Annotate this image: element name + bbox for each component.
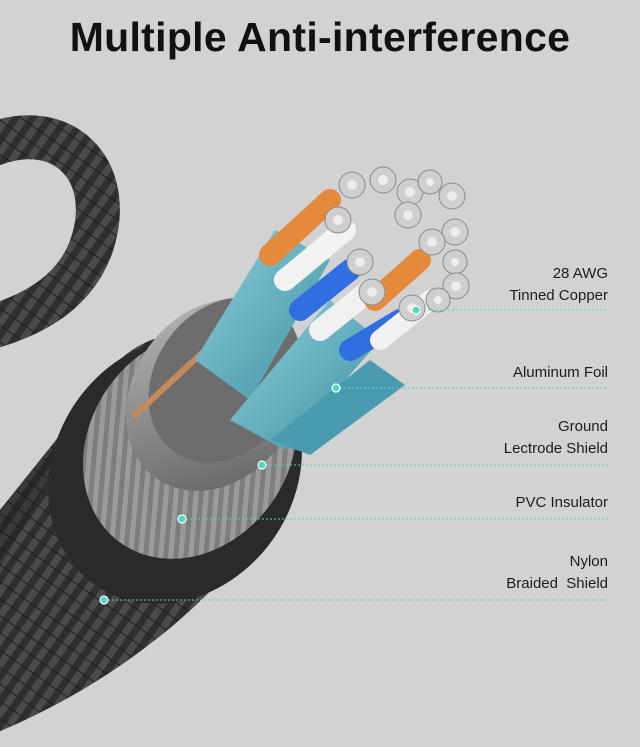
page-title: Multiple Anti-interference: [69, 14, 571, 60]
label-tinned-copper: 28 AWG Tinned Copper: [509, 265, 608, 304]
dot-ground-shield: [257, 460, 267, 470]
teal-pair-2: [230, 300, 380, 450]
dot-tinned-copper: [411, 305, 421, 315]
leader-lines: [104, 309, 608, 601]
teal-pair-3: [270, 360, 405, 455]
dot-pvc-insulator: [177, 514, 187, 524]
wire-blue-1: [289, 259, 361, 321]
label-ground-shield: Ground Lectrode Shield: [503, 418, 608, 457]
dot-nylon-shield: [99, 595, 109, 605]
wire-orange-1: [259, 189, 341, 266]
label-nylon-shield: Nylon Braided Shield: [506, 553, 608, 592]
dot-aluminum-foil: [331, 383, 341, 393]
label-pvc-insulator: PVC Insulator: [515, 494, 608, 511]
cable-loop: [0, 115, 120, 348]
label-aluminum-foil: Aluminum Foil: [512, 364, 608, 381]
wire-white-1: [274, 219, 356, 291]
